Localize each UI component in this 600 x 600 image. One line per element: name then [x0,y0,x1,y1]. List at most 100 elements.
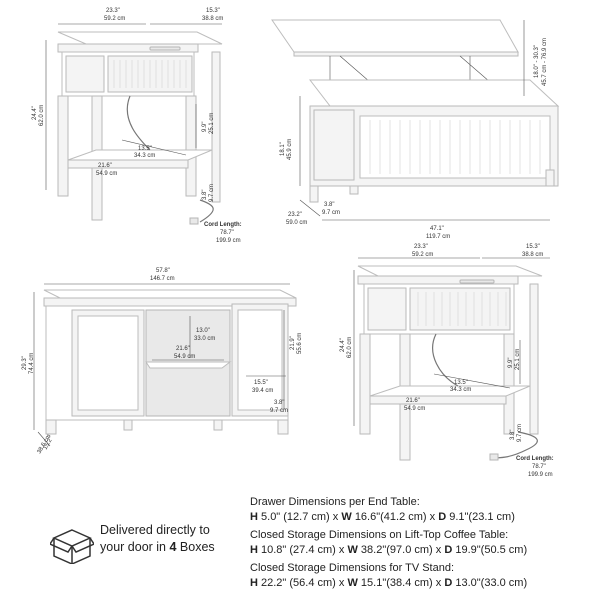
et1-depth-in: 15.3" [206,8,220,14]
end-table-bottom-drawing [353,257,550,461]
dim-entry-coffee-table: Closed Storage Dimensions on Lift-Top Co… [250,528,595,558]
et2-width-cm: 59.2 cm [412,252,433,258]
end-table-bottom-flutes [417,292,507,326]
tv-foot-cm: 9.7 cm [270,408,288,414]
end-table-top-drawing [45,23,223,225]
delivery-line-2: your door in 4 Boxes [100,539,270,556]
storage-dimensions: Drawer Dimensions per End Table: H 5.0" … [250,495,595,594]
dim-heading: Drawer Dimensions per End Table: [250,496,420,508]
et1-shelf-d-cm: 34.3 cm [134,153,155,159]
et1-width-in: 23.3" [106,8,120,14]
d-label: D [444,544,453,556]
ct-depth-in: 23.2" [288,212,302,218]
tv-stand-drawing [33,283,297,447]
d-label: D [444,577,453,589]
delivery-note: Delivered directly to your door in 4 Box… [50,520,250,580]
tv-width-in: 57.8" [156,268,170,274]
d-value: 19.9"(50.5 cm) [455,544,528,556]
end-table-bottom-labels: 23.3" 59.2 cm 15.3" 38.8 cm 24.4" 62.0 c… [340,244,554,478]
et2-shelf-d-in: 13.5" [454,380,468,386]
ct-lift-cm: 45.7 cm - 76.9 cm [542,38,548,86]
d-label: D [438,511,447,523]
et2-depth-cm: 38.8 cm [522,252,543,258]
et1-shelf-w-in: 21.6" [98,163,112,169]
dim-values: H 5.0" (12.7 cm) x W 16.6"(41.2 cm) x D … [250,510,595,525]
et2-height-in: 24.4" [340,338,346,352]
et1-foot-in: 3.8" [202,190,208,200]
tv-stand-figure: 57.8" 146.7 cm 29.3" 74.4 cm 13.0" 33.0 … [0,260,310,460]
dim-values: H 10.8" (27.4 cm) x W 38.2"(97.0 cm) x D… [250,543,595,558]
et2-shelf-w-cm: 54.9 cm [404,406,425,412]
et1-height-cm: 62.0 cm [39,105,45,126]
et2-gap-in: 9.9" [508,358,514,368]
delivery-prefix: your door in [100,540,170,554]
ct-height-in: 18.1" [280,142,286,156]
box-icon [50,529,94,564]
coffee-table-labels: 18.0" - 30.3" 45.7 cm - 76.9 cm 18.1" 45… [280,38,548,240]
tv-shelf-w-cm: 54.9 cm [174,354,195,360]
end-table-top-figure: 23.3" 59.2 cm 15.3" 38.8 cm 24.4" 62.0 c… [0,0,250,250]
et1-gap-in: 9.9" [202,122,208,132]
w-value: 16.6"(41.2 cm) [354,511,427,523]
dim-values: H 22.2" (56.4 cm) x W 15.1"(38.4 cm) x D… [250,576,595,591]
dim-heading: Closed Storage Dimensions for TV Stand: [250,562,455,574]
ct-foot-cm: 9.7 cm [322,210,340,216]
delivery-suffix: Boxes [176,540,215,554]
coffee-table-drawing [271,19,560,221]
et2-cord-in: 78.7" [532,464,546,470]
ct-foot-in: 3.8" [324,202,334,208]
w-label: W [347,544,358,556]
delivery-line-1: Delivered directly to [100,523,210,537]
h-value: 10.8" (27.4 cm) [261,544,336,556]
et1-depth-cm: 38.8 cm [202,16,223,22]
d-value: 13.0"(33.0 cm) [455,577,528,589]
box-count: 4 [169,540,177,554]
et2-foot-cm: 9.7 cm [517,424,523,442]
h-value: 5.0" (12.7 cm) [261,511,330,523]
coffee-table-figure: 18.0" - 30.3" 45.7 cm - 76.9 cm 18.1" 45… [270,10,600,250]
x-sep: x [332,511,339,523]
ct-height-cm: 45.9 cm [287,139,293,160]
ct-width-in: 47.1" [430,226,444,232]
x-sep: x [338,577,345,589]
dim-heading: Closed Storage Dimensions on Lift-Top Co… [250,529,509,541]
et2-shelf-w-in: 21.6" [406,398,420,404]
et1-shelf-d-in: 13.5" [138,146,152,152]
et1-height-in: 24.4" [32,106,38,120]
end-table-top-flutes [113,60,187,88]
ct-depth-cm: 59.0 cm [286,220,307,226]
h-label: H [250,511,258,523]
dim-entry-tv-stand: Closed Storage Dimensions for TV Stand: … [250,561,595,591]
x-sep: x [338,544,345,556]
et2-cord-label: Cord Length: [516,456,554,462]
tv-height-cm: 74.4 cm [29,353,35,374]
tv-shelf-w-in: 21.6" [176,346,190,352]
w-label: W [341,511,352,523]
coffee-table-flutes [369,120,541,174]
tv-cab-h-in: 21.9" [290,336,296,350]
et1-gap-cm: 25.1 cm [209,113,215,134]
dim-entry-drawer: Drawer Dimensions per End Table: H 5.0" … [250,495,595,525]
tv-height-in: 29.3" [22,356,28,370]
tv-cab-w-cm: 39.4 cm [252,388,273,394]
et1-foot-cm: 9.7 cm [209,184,215,202]
x-sep: x [429,511,436,523]
et2-width-in: 23.3" [414,244,428,250]
tv-foot-in: 3.8" [274,400,284,406]
et1-cord-in: 78.7" [220,230,234,236]
tv-cab-h-cm: 55.6 cm [297,333,303,354]
ct-lift-in: 18.0" - 30.3" [534,45,540,78]
et2-shelf-d-cm: 34.3 cm [450,387,471,393]
tv-shelf-gap-cm: 33.0 cm [194,336,215,342]
end-table-bottom-figure: 23.3" 59.2 cm 15.3" 38.8 cm 24.4" 62.0 c… [330,236,600,486]
et1-cord-cm: 199.9 cm [216,238,241,244]
d-value: 9.1"(23.1 cm) [449,511,515,523]
et1-shelf-w-cm: 54.9 cm [96,171,117,177]
x-sep: x [435,577,442,589]
x-sep: x [435,544,442,556]
tv-width-cm: 146.7 cm [150,276,175,282]
delivery-text: Delivered directly to your door in 4 Box… [100,522,270,556]
end-table-top-labels: 23.3" 59.2 cm 15.3" 38.8 cm 24.4" 62.0 c… [32,8,242,244]
et2-gap-cm: 25.1 cm [515,349,521,370]
tv-cab-w-in: 15.5" [254,380,268,386]
